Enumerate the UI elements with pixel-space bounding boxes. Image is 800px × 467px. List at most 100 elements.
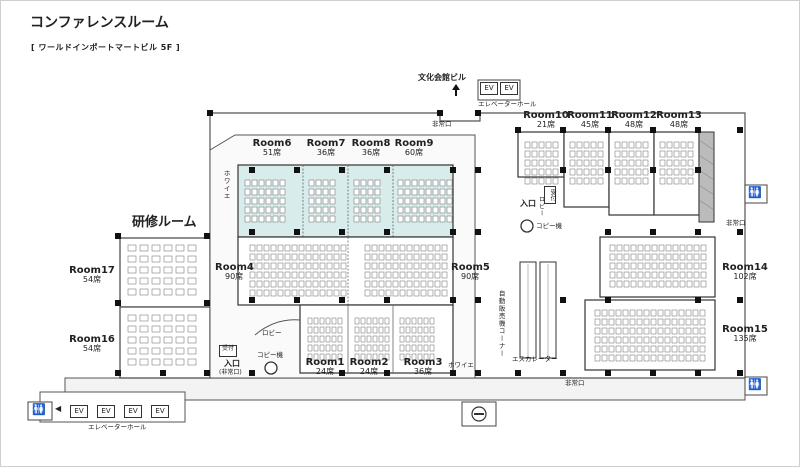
seat: [307, 335, 313, 343]
seat: [340, 280, 347, 288]
seat: [127, 314, 137, 322]
room14-label[interactable]: Room14 102席: [722, 262, 768, 282]
seat: [249, 280, 256, 288]
seat: [364, 289, 371, 297]
pillar: [515, 127, 521, 133]
seat: [291, 271, 298, 279]
room9-name: Room9: [394, 138, 434, 149]
seat: [685, 345, 692, 353]
seat: [279, 215, 286, 223]
seat: [313, 353, 319, 361]
room15-label[interactable]: Room15 135席: [722, 324, 768, 344]
pillar: [737, 127, 743, 133]
seat: [175, 266, 185, 274]
room10-label[interactable]: Room10 21席: [523, 110, 569, 130]
seat: [616, 271, 623, 279]
room17-label[interactable]: Room17 54席: [69, 265, 115, 285]
seat: [127, 255, 137, 263]
seat: [354, 344, 360, 352]
seat: [664, 318, 671, 326]
lobby-label: ロビー: [262, 329, 282, 337]
seat: [594, 327, 601, 335]
seat: [700, 280, 707, 288]
seat: [531, 168, 538, 176]
seat: [657, 336, 664, 344]
room2-capacity: 24席: [359, 367, 379, 376]
room12-label[interactable]: Room12 48席: [611, 110, 657, 130]
seat: [679, 244, 686, 252]
seat: [284, 262, 291, 270]
pillar: [115, 300, 121, 306]
seat: [642, 168, 649, 176]
seat: [686, 262, 693, 270]
seat: [673, 177, 680, 185]
seat: [249, 244, 256, 252]
seat: [434, 262, 441, 270]
seat: [614, 168, 621, 176]
seat: [127, 347, 137, 355]
seat: [692, 309, 699, 317]
seat: [404, 188, 411, 196]
seat: [439, 197, 446, 205]
seat: [678, 336, 685, 344]
seat: [678, 327, 685, 335]
seat: [326, 244, 333, 252]
room4-capacity: 90席: [225, 272, 244, 281]
seat: [404, 179, 411, 187]
pillar: [560, 167, 566, 173]
seat: [270, 262, 277, 270]
room7-label[interactable]: Room7 36席: [307, 138, 346, 158]
room8-capacity: 36席: [361, 148, 381, 157]
seat: [277, 253, 284, 261]
seat: [432, 197, 439, 205]
seat: [671, 354, 678, 362]
room4-label[interactable]: Room4 90席: [215, 262, 254, 282]
room1-label[interactable]: Room1 24席: [306, 357, 345, 377]
seat: [434, 289, 441, 297]
seat: [671, 336, 678, 344]
pillar: [294, 297, 300, 303]
seat: [413, 262, 420, 270]
seat: [175, 325, 185, 333]
seat: [614, 141, 621, 149]
room16-label[interactable]: Room16 54席: [69, 334, 115, 354]
room8-label[interactable]: Room8 36席: [352, 138, 391, 158]
seat: [601, 327, 608, 335]
seat: [569, 159, 576, 167]
seat: [635, 150, 642, 158]
seat: [439, 206, 446, 214]
seat: [665, 262, 672, 270]
room2-label[interactable]: Room2 24席: [350, 357, 389, 377]
seat: [629, 336, 636, 344]
room13-label[interactable]: Room13 48席: [656, 110, 702, 130]
seat: [608, 354, 615, 362]
seat: [637, 244, 644, 252]
seat: [384, 335, 390, 343]
seat: [151, 277, 161, 285]
seat: [687, 168, 694, 176]
room3-label[interactable]: Room3 36席: [404, 357, 443, 377]
seat: [378, 353, 384, 361]
room11-label[interactable]: Room11 45席: [567, 110, 613, 130]
emergency-exit-right-label: 非常口: [726, 219, 746, 227]
pillar: [737, 370, 743, 376]
seat: [427, 289, 434, 297]
room5-label[interactable]: Room5 90席: [451, 262, 490, 282]
seat: [636, 318, 643, 326]
seat: [313, 326, 319, 334]
seat: [279, 179, 286, 187]
reception-center: 受付: [219, 345, 237, 357]
seat: [427, 244, 434, 252]
seat: [420, 280, 427, 288]
room12-name: Room12: [611, 110, 657, 121]
seat: [651, 253, 658, 261]
seat: [371, 262, 378, 270]
seat: [650, 336, 657, 344]
seat: [175, 277, 185, 285]
room9-label[interactable]: Room9 60席: [395, 138, 434, 158]
copier-center-label: コピー機: [257, 351, 283, 359]
seat: [576, 141, 583, 149]
seat: [319, 326, 325, 334]
room6-label[interactable]: Room6 51席: [253, 138, 292, 158]
seat: [366, 326, 372, 334]
